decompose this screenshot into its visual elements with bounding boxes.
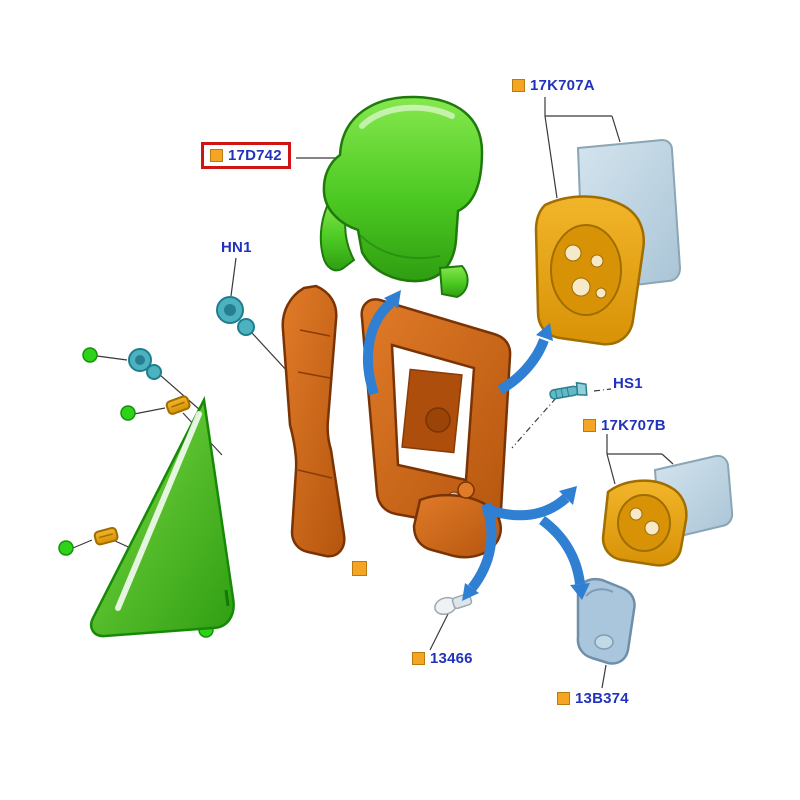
arrow-to-small-lamp-icon xyxy=(462,502,497,601)
arrow-up-to-cover-icon xyxy=(363,290,401,396)
part-marker-icon xyxy=(210,149,223,162)
part-label-17k707b[interactable]: 17K707B xyxy=(583,417,666,434)
clip-part-upper xyxy=(165,395,191,415)
arrow-to-turn-lamp-icon xyxy=(538,515,590,600)
arrow-to-upper-glass-icon xyxy=(497,323,553,395)
part-marker-icon xyxy=(512,79,525,92)
lower-glass-backing-part xyxy=(601,479,688,567)
part-code: HN1 xyxy=(221,239,252,256)
part-label-17k707a[interactable]: 17K707A xyxy=(512,77,595,94)
screw-hs1-part xyxy=(549,381,588,400)
corner-trim-part xyxy=(89,395,235,638)
part-marker-icon xyxy=(412,652,425,665)
mirror-cover-part xyxy=(319,95,484,299)
part-code: 17D742 xyxy=(228,147,282,164)
part-label-hs1[interactable]: HS1 xyxy=(613,375,643,392)
part-label-hn1[interactable]: HN1 xyxy=(221,239,252,256)
part-code: 17K707B xyxy=(601,417,666,434)
part-label-13b374[interactable]: 13B374 xyxy=(557,690,629,707)
lamp-13b374-part xyxy=(576,577,636,665)
nut-secondary-part xyxy=(128,348,162,380)
part-code: 13466 xyxy=(430,650,473,667)
arrow-to-lower-glass-icon xyxy=(482,486,577,521)
part-code: 13B374 xyxy=(575,690,629,707)
part-label-17d742[interactable]: 17D742 xyxy=(201,142,291,169)
part-code: HS1 xyxy=(613,375,643,392)
unlabeled-marker-icon xyxy=(352,561,367,576)
mirror-housing-part xyxy=(281,284,512,559)
part-label-13466[interactable]: 13466 xyxy=(412,650,473,667)
part-code: 17K707A xyxy=(530,77,595,94)
part-marker-icon xyxy=(557,692,570,705)
upper-glass-backing-part xyxy=(534,195,645,346)
part-marker-icon xyxy=(583,419,596,432)
clip-part-lower xyxy=(93,526,119,546)
assembly-arrows xyxy=(363,290,590,601)
nut-hn1-part xyxy=(216,296,255,336)
